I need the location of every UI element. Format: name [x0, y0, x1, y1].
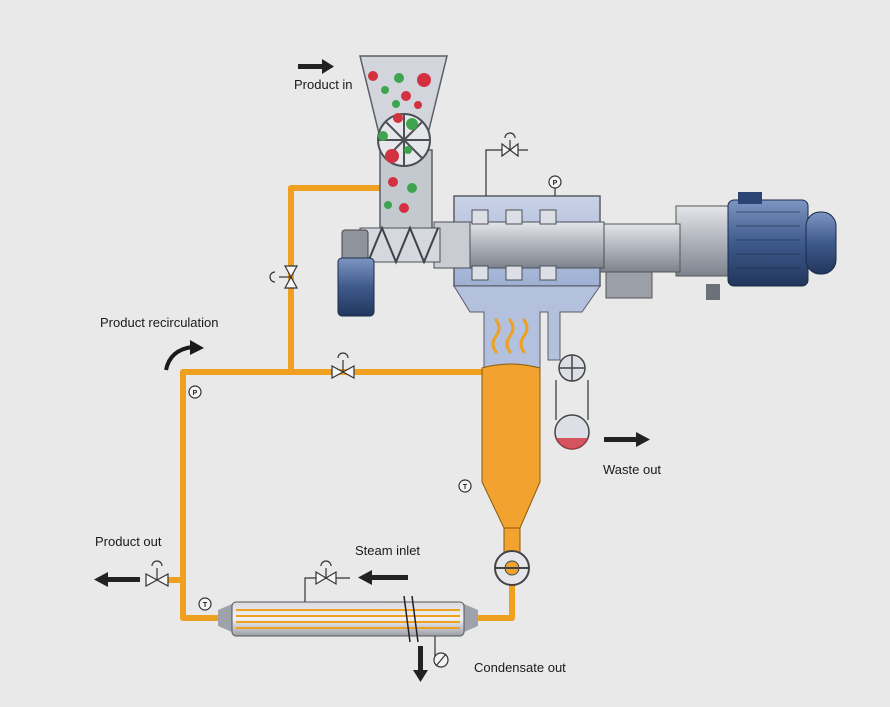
steam-line: [304, 577, 350, 602]
label-steam-inlet: Steam inlet: [355, 543, 420, 558]
collecting-funnel: [453, 285, 601, 373]
product-pipes: [165, 185, 515, 621]
temperature-gauge-heater: T: [203, 602, 208, 609]
waste-valve: [554, 354, 590, 450]
temperature-gauge-tank: T: [463, 484, 468, 491]
feed-motor: [337, 229, 375, 317]
label-product-recirculation: Product recirculation: [100, 315, 219, 330]
arrow-left-icon: [94, 572, 140, 587]
pressure-gauge-top: P: [553, 180, 558, 187]
product-pump: [494, 550, 530, 586]
heat-exchanger: [218, 595, 478, 643]
return-loop-line: [180, 369, 221, 621]
feed-hopper: [359, 55, 448, 231]
steam-wave-icon: [491, 318, 529, 354]
pressure-gauge-loop: P: [193, 390, 198, 397]
curved-arrow-head: [190, 340, 204, 355]
arrow-right-icon: [604, 432, 650, 447]
arrow-right-icon: [298, 59, 334, 74]
label-waste-out: Waste out: [603, 462, 661, 477]
finisher-body: [359, 195, 681, 299]
vent-line: [485, 149, 528, 196]
recirculation-riser: [288, 185, 391, 375]
label-product-out: Product out: [95, 534, 162, 549]
arrow-down-icon: [413, 646, 428, 682]
gauge-icon: P P T T: [188, 175, 562, 611]
valve-icon: [145, 132, 519, 588]
heater-to-pump-line: [475, 579, 515, 621]
label-product-in: Product in: [294, 77, 353, 92]
product-tank: [481, 363, 541, 553]
product-balls: [368, 71, 431, 213]
arrow-left-icon: [358, 570, 408, 585]
label-condensate-out: Condensate out: [474, 660, 566, 675]
curved-arrow-icon: [164, 345, 193, 371]
condensate-trap: [433, 652, 449, 668]
screw-auger: [367, 225, 439, 265]
main-motor: [675, 192, 837, 300]
flow-arrows: [94, 59, 650, 682]
